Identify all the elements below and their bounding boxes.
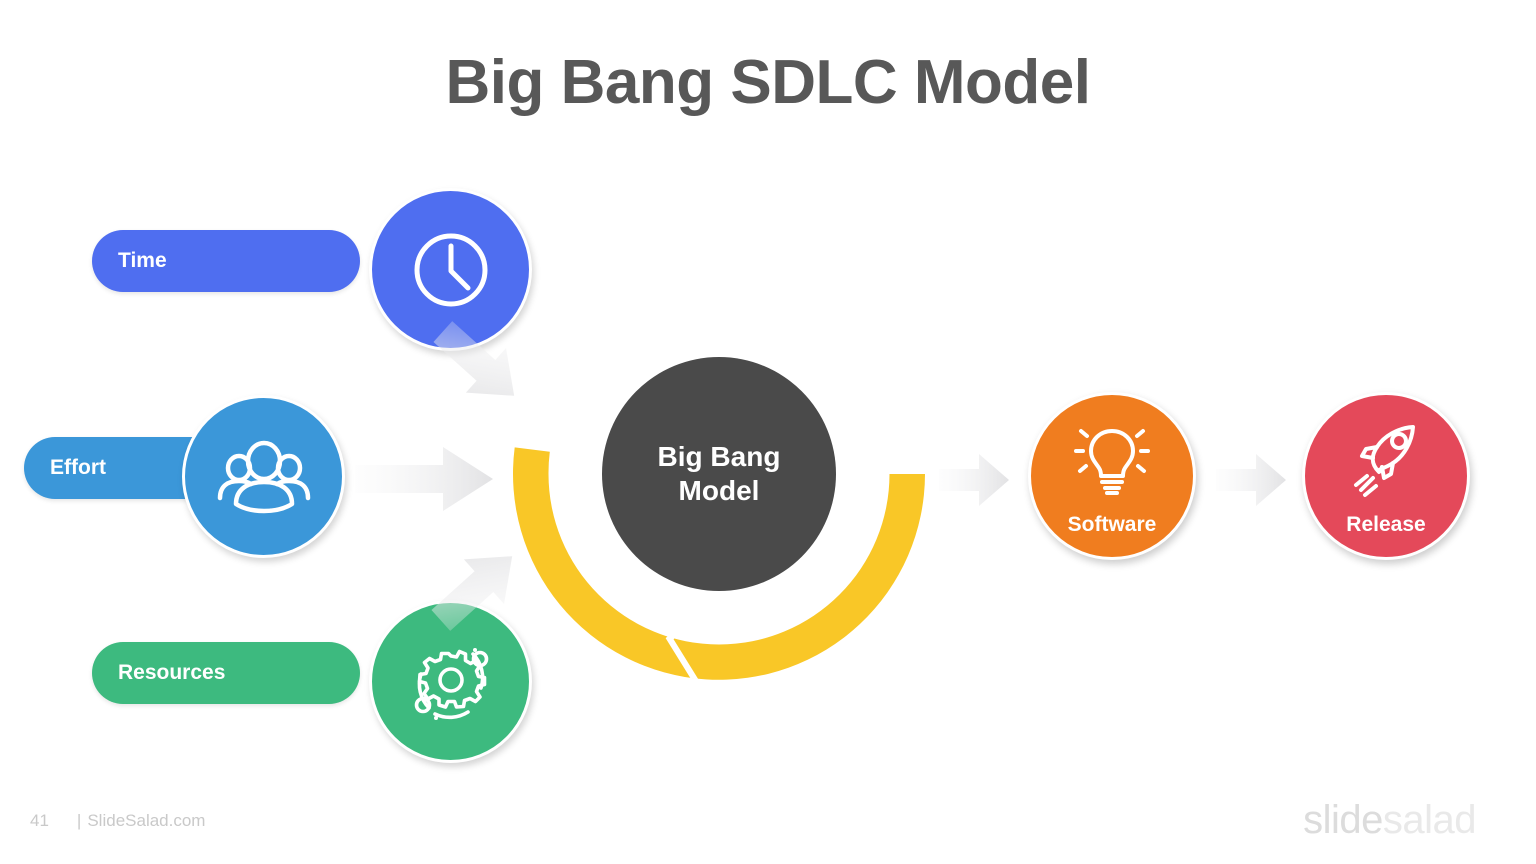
- slidesalad-logo: slidesalad: [1303, 798, 1476, 843]
- output-item-release[interactable]: Release: [1302, 392, 1470, 560]
- output-label-release: Release: [1346, 512, 1426, 536]
- big-bang-core-label: Big Bang Model: [657, 440, 781, 506]
- output-arrow-1: [939, 452, 1011, 513]
- footer: 41 | SlideSalad.com: [30, 811, 205, 831]
- feeder-arrow-bottom: [428, 540, 528, 640]
- donut-ring-icon: [513, 447, 925, 680]
- input-item-resources[interactable]: Resources: [92, 600, 532, 763]
- gear-orbit-icon: [401, 632, 501, 732]
- input-item-time[interactable]: Time: [92, 188, 532, 351]
- brand-text-salad: salad: [1382, 798, 1477, 842]
- input-icon-circle-resources[interactable]: [369, 600, 532, 763]
- footer-separator: |: [76, 811, 82, 830]
- feeder-arrow-middle: [355, 443, 495, 520]
- input-pill-time[interactable]: Time: [92, 230, 360, 292]
- big-bang-donut[interactable]: Big Bang Model: [513, 268, 925, 680]
- input-label-time: Time: [118, 249, 167, 272]
- clock-icon: [405, 224, 497, 316]
- output-arrow-2: [1216, 452, 1288, 513]
- footer-site-link[interactable]: SlideSalad.com: [87, 811, 206, 830]
- input-label-effort: Effort: [50, 456, 106, 479]
- output-item-software[interactable]: Software: [1028, 392, 1196, 560]
- people-group-icon: [214, 431, 314, 523]
- footer-page-number: 41: [30, 811, 49, 830]
- input-pill-resources[interactable]: Resources: [92, 642, 360, 704]
- page-title: Big Bang SDLC Model: [445, 48, 1091, 117]
- output-label-software: Software: [1067, 512, 1157, 536]
- input-label-resources: Resources: [118, 661, 226, 684]
- big-bang-core: Big Bang Model: [602, 357, 836, 591]
- rocket-icon: [1343, 416, 1429, 507]
- brand-text-slide: slide: [1303, 798, 1383, 842]
- input-item-effort[interactable]: Effort: [24, 395, 364, 558]
- feeder-arrow-top: [430, 318, 530, 418]
- lightbulb-icon: [1069, 416, 1155, 507]
- input-icon-circle-effort[interactable]: [182, 395, 345, 558]
